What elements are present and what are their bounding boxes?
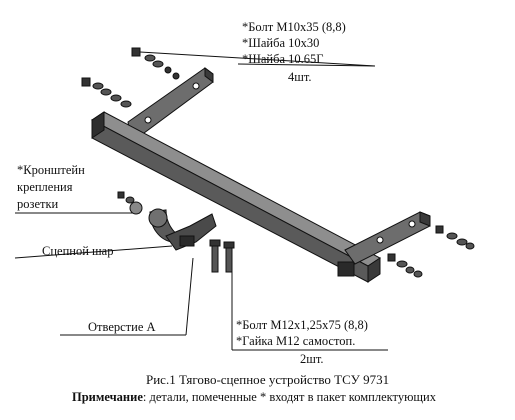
bottom-bolts [209, 239, 235, 273]
tow-ball-assembly [129, 201, 217, 251]
tow-ball-label: Сцепной шар [42, 244, 114, 258]
figure-caption: Рис.1 Тягово-сцепное устройство ТСУ 9731 [146, 372, 390, 387]
figure-note: Примечание: детали, помеченные * входят … [72, 390, 436, 405]
top-fasteners [81, 47, 180, 108]
bracket-label-1: *Кронштейн [17, 163, 85, 177]
top-washer2-label: *Шайба 10.65Г [242, 52, 324, 66]
left-bracket [127, 67, 214, 137]
top-bolt-label: *Болт М10х35 (8,8) [242, 20, 346, 34]
right-fasteners [387, 225, 475, 278]
note-text: : детали, помеченные * входят в пакет ко… [142, 390, 436, 404]
leader-lines [14, 51, 388, 351]
top-qty-label: 4шт. [288, 70, 312, 84]
bottom-bolt-label: *Болт М12х1,25х75 (8,8) [236, 318, 368, 332]
bottom-qty-label: 2шт. [300, 352, 324, 366]
hole-a-label: Отверстие А [88, 320, 156, 334]
right-bracket [344, 211, 431, 265]
ball-fasteners [117, 191, 135, 204]
note-label: Примечание [72, 390, 143, 404]
bracket-label-3: розетки [17, 197, 59, 211]
bottom-nut-label: *Гайка М12 самостоп. [236, 334, 356, 348]
bracket-label-2: крепления [17, 180, 73, 194]
top-washer1-label: *Шайба 10х30 [242, 36, 320, 50]
main-crossbar [91, 111, 381, 283]
